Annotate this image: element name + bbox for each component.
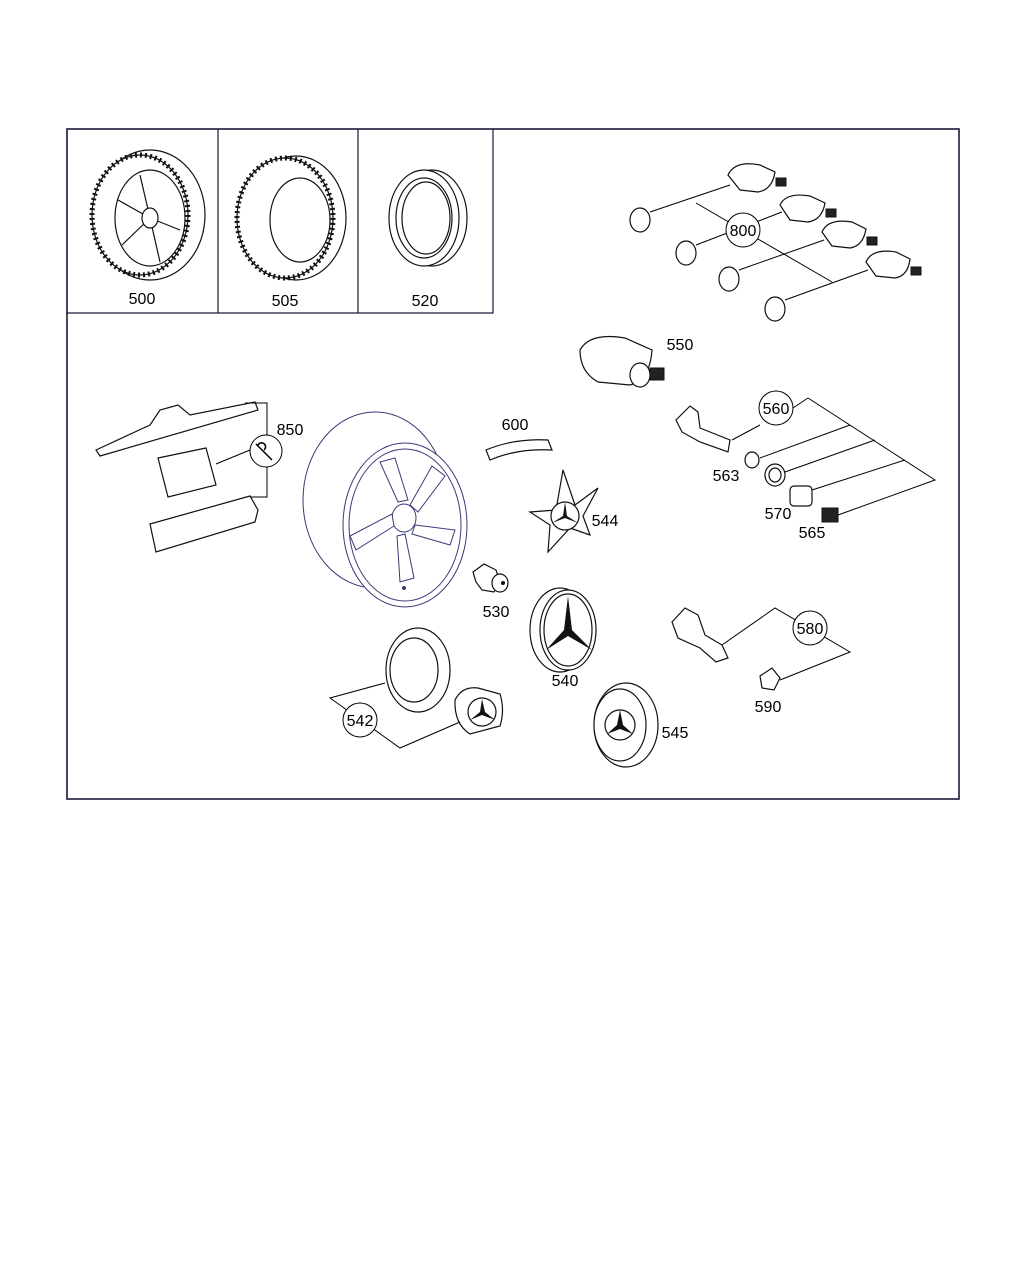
- valve-kit-illustration[interactable]: [671, 607, 852, 691]
- tire-band-illustration[interactable]: [388, 169, 468, 267]
- diagram-frame: [66, 128, 960, 800]
- alloy-wheel-illustration[interactable]: [302, 411, 468, 608]
- part-number-580: 580: [797, 621, 824, 638]
- part-number-542: 542: [347, 713, 374, 730]
- tire-repair-kit-illustration[interactable]: [95, 401, 283, 553]
- part-number-600: 600: [502, 417, 529, 434]
- part-number-560: 560: [763, 401, 790, 418]
- hub-cap-illustration[interactable]: [529, 587, 597, 673]
- valve-assembly-illustration[interactable]: [675, 390, 937, 523]
- balance-weight-illustration[interactable]: [485, 439, 553, 461]
- part-number-505: 505: [272, 293, 299, 310]
- part-number-800: 800: [730, 223, 757, 240]
- hub-cover-set-illustration[interactable]: [328, 627, 504, 749]
- part-number-500: 500: [129, 291, 156, 308]
- part-number-570: 570: [765, 506, 792, 523]
- part-number-520: 520: [412, 293, 439, 310]
- part-number-565: 565: [799, 525, 826, 542]
- tire-illustration[interactable]: [234, 155, 347, 281]
- hub-plate-illustration[interactable]: [593, 682, 659, 768]
- part-number-544: 544: [592, 513, 619, 530]
- pressure-sensor-set-illustration[interactable]: [629, 163, 922, 322]
- part-number-530: 530: [483, 604, 510, 621]
- part-number-850: 850: [277, 422, 304, 439]
- complete-wheel-illustration[interactable]: [89, 149, 206, 281]
- star-hub-cover-illustration[interactable]: [528, 469, 599, 554]
- part-number-545: 545: [662, 725, 689, 742]
- part-number-550: 550: [667, 337, 694, 354]
- part-number-590: 590: [755, 699, 782, 716]
- pressure-sensor-illustration[interactable]: [579, 335, 665, 388]
- wheel-bolt-illustration[interactable]: [472, 563, 509, 593]
- part-number-563: 563: [713, 468, 740, 485]
- part-number-540: 540: [552, 673, 579, 690]
